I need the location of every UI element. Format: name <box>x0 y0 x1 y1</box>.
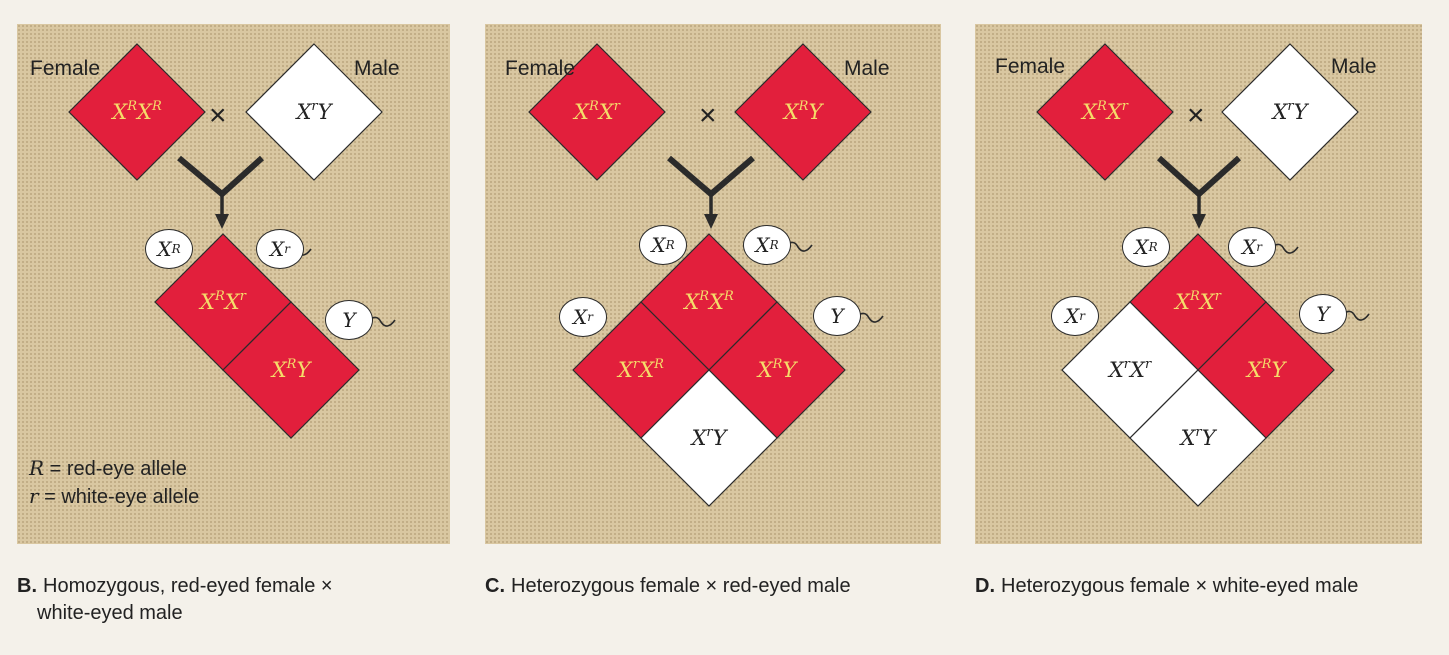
legend-red-allele: R = red-eye allele <box>29 456 187 480</box>
female-label: Female <box>505 57 576 80</box>
merge-arrow <box>1156 155 1242 199</box>
male-parent-genotype: XrY <box>296 99 332 124</box>
male-parent-diamond <box>734 43 872 181</box>
female-parent-genotype: XRXr <box>1082 99 1128 124</box>
caption-letter: C. <box>485 575 505 597</box>
arrow-head <box>704 214 718 229</box>
caption-letter: D. <box>975 575 995 597</box>
caption-letter: B. <box>17 575 37 597</box>
merge-arrow <box>177 155 265 198</box>
female-label: Female <box>30 57 101 80</box>
caption-c: C.Heterozygous female × red-eyed male <box>485 575 851 597</box>
female-parent-diamond <box>1036 43 1174 181</box>
arrow-head <box>1192 214 1206 229</box>
sperm-tail-1 <box>1271 243 1299 254</box>
male-gamete-2: Y <box>813 296 861 336</box>
caption-d: D.Heterozygous female × white-eyed male <box>975 575 1359 597</box>
merge-arrow <box>667 155 755 198</box>
offspring-genotype-right: XRY <box>1246 357 1286 382</box>
female-parent-diamond <box>68 43 206 181</box>
offspring-genotype-bottom: XrY <box>691 425 727 450</box>
female-parent-genotype: XRXr <box>574 99 620 124</box>
male-parent-diamond <box>1221 43 1359 181</box>
female-label: Female <box>995 55 1066 78</box>
male-parent-genotype: XrY <box>1272 99 1308 124</box>
male-label: Male <box>1331 55 1377 78</box>
offspring-cell-bottom <box>1129 369 1267 507</box>
panel-b-shapes <box>68 43 396 439</box>
cross-symbol: × <box>699 99 717 132</box>
sperm-tail-2 <box>856 312 884 323</box>
offspring-genotype-right: XRY <box>757 357 797 382</box>
arrow-head <box>215 214 229 229</box>
offspring-genotype-left: XrXR <box>618 357 664 382</box>
caption-b: B.Homozygous, red-eyed female × white-ey… <box>17 575 333 624</box>
cross-symbol: × <box>1187 99 1205 132</box>
offspring-genotype-top: XRXR <box>684 289 734 314</box>
sperm-tail-2 <box>368 316 396 327</box>
offspring-genotype-2: XRY <box>271 357 311 382</box>
male-gamete-2: Y <box>1299 294 1347 334</box>
panel-c-shapes <box>528 43 884 507</box>
male-parent-diamond <box>245 43 383 181</box>
offspring-genotype-top: XRXr <box>1175 289 1221 314</box>
offspring-genotype-bottom: XrY <box>1180 425 1216 450</box>
sperm-tail-2 <box>1342 310 1370 321</box>
offspring-genotype-left: XrXr <box>1108 357 1152 382</box>
legend-white-allele: r = white-eye allele <box>29 484 200 508</box>
female-parent-diamond <box>528 43 666 181</box>
panel-d-shapes <box>1036 43 1370 507</box>
offspring-cell-2 <box>222 301 360 439</box>
male-label: Male <box>844 57 890 80</box>
offspring-cell-bottom <box>640 369 778 507</box>
male-gamete-2: Y <box>325 300 373 340</box>
cross-symbol: × <box>209 99 227 132</box>
male-label: Male <box>354 57 400 80</box>
female-parent-genotype: XRXR <box>112 99 162 124</box>
offspring-genotype-1: XRXr <box>200 289 246 314</box>
male-parent-genotype: XRY <box>783 99 823 124</box>
